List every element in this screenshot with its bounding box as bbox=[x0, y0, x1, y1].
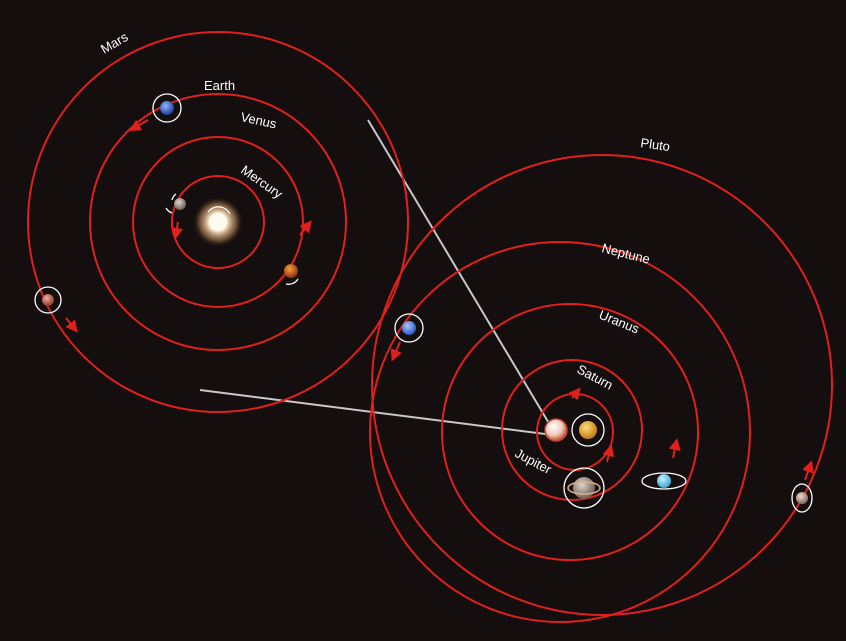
mercury-arrow bbox=[171, 221, 183, 240]
connector-line-upper bbox=[367, 119, 554, 431]
saturn-orbit bbox=[501, 359, 643, 501]
mars-arrow bbox=[65, 317, 78, 333]
earth-icon bbox=[152, 93, 182, 123]
neptune-icon bbox=[394, 313, 424, 343]
mercury-icon bbox=[165, 193, 186, 214]
sun-spin-arrow bbox=[207, 206, 231, 215]
pluto-arrow bbox=[802, 460, 814, 481]
connector-lines bbox=[199, 119, 554, 436]
pluto-label: Pluto bbox=[640, 135, 671, 154]
mars-icon bbox=[34, 286, 62, 314]
neptune-orbit bbox=[369, 241, 751, 623]
earth-label: Earth bbox=[204, 78, 235, 93]
sun-core bbox=[209, 213, 227, 231]
uranus-orbit bbox=[441, 303, 699, 561]
jupiter-arrow bbox=[568, 387, 581, 401]
venus-arrow bbox=[299, 220, 312, 236]
mars-orbit bbox=[27, 31, 409, 413]
pluto-icon bbox=[791, 483, 813, 513]
earth-arrow bbox=[128, 119, 149, 131]
sun bbox=[192, 196, 244, 248]
venus-label: Venus bbox=[239, 109, 278, 131]
uranus-arrow bbox=[668, 438, 681, 459]
inner-orbits bbox=[27, 31, 409, 413]
mercury-orbit bbox=[171, 175, 265, 269]
saturn-icon bbox=[571, 413, 605, 447]
neptune-arrow bbox=[390, 341, 402, 362]
earth-orbit bbox=[89, 93, 347, 351]
pluto-moon-icon bbox=[563, 467, 605, 509]
pluto-orbit bbox=[371, 154, 833, 616]
connector-line-lower bbox=[199, 389, 554, 436]
jupiter-icon bbox=[544, 418, 568, 442]
uranus-icon bbox=[641, 472, 687, 490]
venus-icon bbox=[284, 264, 299, 285]
saturn-arrow bbox=[602, 444, 615, 463]
